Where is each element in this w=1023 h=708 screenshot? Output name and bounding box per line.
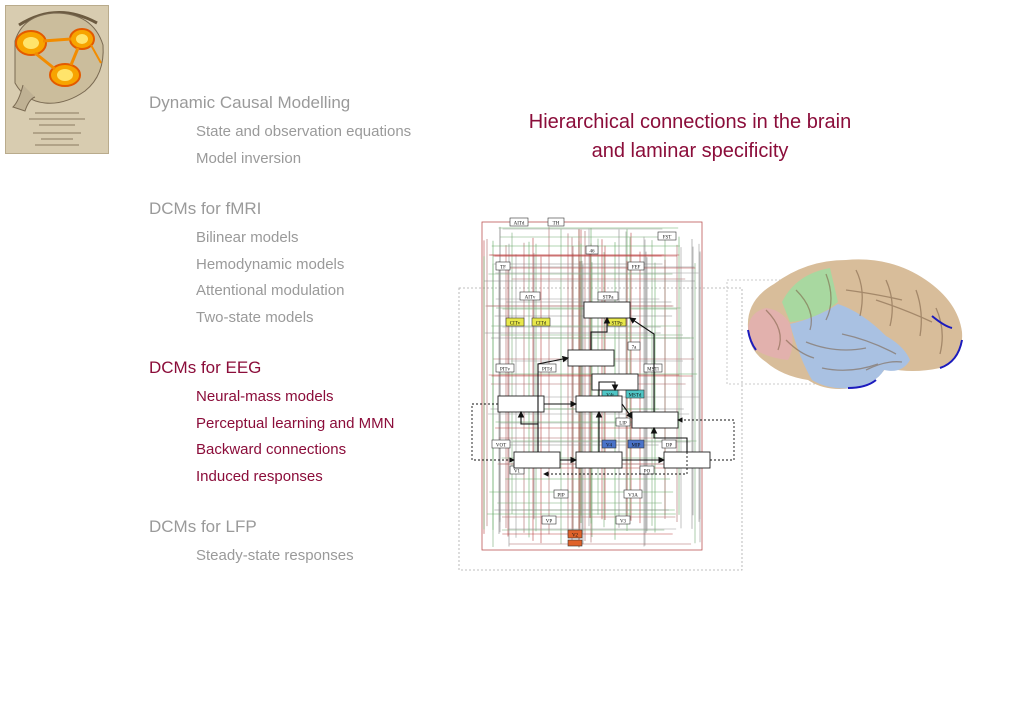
- svg-text:STPa: STPa: [603, 295, 615, 300]
- area-node: V3A: [623, 489, 643, 499]
- title-line-2: and laminar specificity: [591, 140, 789, 162]
- section-item: Attentional modulation: [196, 282, 345, 299]
- svg-text:FST: FST: [663, 235, 672, 240]
- section-item: Induced responses: [196, 467, 323, 485]
- svg-text:V3A: V3A: [628, 493, 638, 498]
- area-node: FEF: [627, 261, 645, 271]
- area-node: STPp: [607, 317, 627, 327]
- area-node: LIP: [615, 417, 631, 427]
- area-node: VOT: [491, 439, 511, 449]
- area-node: PITv: [495, 363, 515, 373]
- section-heading: DCMs for LFP: [149, 517, 257, 536]
- area-node: PO: [639, 465, 655, 475]
- area-node: PIP: [553, 489, 569, 499]
- svg-text:PITv: PITv: [500, 367, 511, 372]
- outline-section: DCMs for LFP Steady-state responses: [149, 516, 449, 570]
- svg-text:PIP: PIP: [557, 493, 564, 498]
- section-gap: [149, 490, 449, 516]
- hierarchy-box: [575, 451, 623, 469]
- section-item: Perceptual learning and MMN: [196, 414, 395, 432]
- svg-text:V2: V2: [572, 533, 579, 538]
- area-node: AITv: [519, 291, 541, 301]
- svg-text:PITd: PITd: [542, 367, 553, 372]
- area-node-extra: [567, 539, 583, 547]
- svg-text:TF: TF: [500, 265, 506, 270]
- area-node: DP: [661, 439, 677, 449]
- svg-text:VOT: VOT: [496, 443, 506, 448]
- hierarchy-box: [583, 301, 631, 319]
- area-node: V2: [567, 529, 583, 539]
- svg-text:FEF: FEF: [632, 265, 641, 270]
- area-node: MSTd: [625, 389, 645, 399]
- svg-text:MSTd: MSTd: [629, 393, 642, 398]
- section-item: Neural-mass models: [196, 388, 334, 405]
- svg-text:STPp: STPp: [611, 321, 623, 326]
- section-item: State and observation equations: [196, 123, 412, 140]
- section-item: Model inversion: [196, 149, 302, 167]
- slide-title: Hierarchical connections in the brain an…: [520, 108, 860, 166]
- hierarchy-box: [567, 349, 615, 367]
- area-node: STPa: [597, 291, 619, 301]
- hierarchy-box: [575, 395, 623, 413]
- section-heading: DCMs for EEG: [149, 358, 262, 377]
- svg-text:TH: TH: [553, 221, 560, 226]
- area-node: 7a: [627, 341, 641, 351]
- area-node: FST: [657, 231, 677, 240]
- section-item: Steady-state responses: [196, 547, 354, 564]
- svg-text:V4: V4: [606, 443, 613, 448]
- svg-text:V3: V3: [620, 519, 627, 524]
- svg-text:CITv: CITv: [510, 321, 521, 326]
- area-node: CITv: [505, 317, 525, 327]
- area-node: 46: [585, 245, 599, 254]
- svg-text:AITd: AITd: [514, 221, 525, 226]
- section-items: Steady-state responses: [149, 543, 449, 570]
- title-line-1: Hierarchical connections in the brain: [528, 111, 852, 133]
- svg-text:VP: VP: [546, 519, 553, 524]
- svg-text:V1: V1: [514, 469, 521, 474]
- section-gap: [149, 172, 449, 198]
- area-node: V3: [615, 515, 631, 525]
- svg-text:AITv: AITv: [525, 295, 536, 300]
- area-node: PITd: [537, 363, 557, 373]
- area-node: MSTl: [643, 363, 663, 373]
- area-node: TH: [547, 217, 565, 226]
- svg-text:LIP: LIP: [619, 421, 627, 426]
- svg-text:CITd: CITd: [536, 321, 547, 326]
- area-node: MIP: [627, 439, 645, 449]
- area-node: V4: [601, 439, 617, 449]
- section-item: Bilinear models: [196, 229, 299, 246]
- svg-text:PO: PO: [644, 469, 651, 474]
- hierarchy-box: [631, 411, 679, 429]
- svg-text:7a: 7a: [632, 345, 638, 350]
- svg-text:MIP: MIP: [632, 443, 641, 448]
- svg-text:46: 46: [590, 249, 596, 254]
- phrenology-logo-icon: [4, 4, 110, 155]
- area-node: AITd: [509, 217, 529, 226]
- svg-text:DP: DP: [666, 443, 673, 448]
- section-gap: [149, 331, 449, 357]
- section-item: Two-state models: [196, 308, 314, 326]
- hierarchy-box: [513, 451, 561, 469]
- svg-text:MSTl: MSTl: [647, 367, 659, 372]
- area-node: CITd: [531, 317, 551, 327]
- hierarchy-box: [497, 395, 545, 413]
- section-heading: DCMs for fMRI: [149, 199, 262, 218]
- section-heading: Dynamic Causal Modelling: [149, 93, 351, 112]
- section-item: Hemodynamic models: [196, 255, 345, 273]
- section-item: Backward connections: [196, 441, 347, 458]
- area-node: TF: [495, 261, 511, 271]
- brain-surface-icon: [726, 250, 976, 395]
- area-node: VP: [541, 515, 557, 525]
